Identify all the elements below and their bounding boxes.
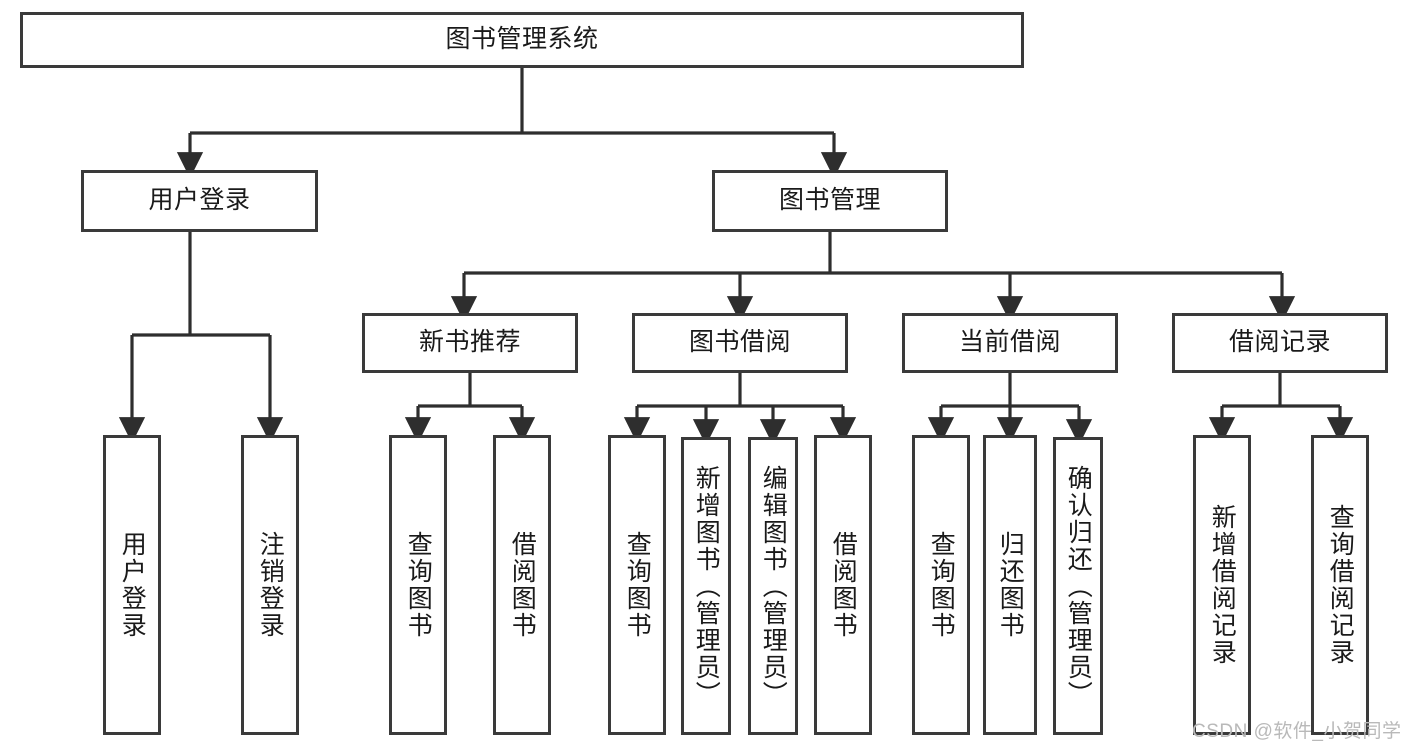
leaf-user-login-label: 用户登录 xyxy=(118,531,147,639)
leaf-borrow-books-borrow-label: 借阅图书 xyxy=(829,531,858,639)
node-book-borrow-label: 图书借阅 xyxy=(688,328,791,357)
leaf-return-books[interactable]: 归还图书 xyxy=(983,435,1037,735)
leaf-borrow-books-newbook[interactable]: 借阅图书 xyxy=(493,435,551,735)
node-current-borrow[interactable]: 当前借阅 xyxy=(902,313,1118,373)
leaf-query-books-newbook[interactable]: 查询图书 xyxy=(389,435,447,735)
node-user-login-label: 用户登录 xyxy=(148,186,251,215)
leaf-logout[interactable]: 注销登录 xyxy=(241,435,299,735)
leaf-query-borrow-record[interactable]: 查询借阅记录 xyxy=(1311,435,1369,735)
node-book-management-label: 图书管理 xyxy=(778,186,881,215)
node-borrow-records-label: 借阅记录 xyxy=(1228,328,1331,357)
leaf-query-books-newbook-label: 查询图书 xyxy=(404,531,433,639)
node-root-label: 图书管理系统 xyxy=(445,25,599,54)
node-new-book-recommend-label: 新书推荐 xyxy=(418,328,521,357)
leaf-logout-label: 注销登录 xyxy=(256,531,285,639)
node-new-book-recommend[interactable]: 新书推荐 xyxy=(362,313,578,373)
leaf-add-borrow-record-label: 新增借阅记录 xyxy=(1208,504,1237,666)
leaf-return-books-label: 归还图书 xyxy=(996,531,1025,639)
leaf-add-borrow-record[interactable]: 新增借阅记录 xyxy=(1193,435,1251,735)
leaf-query-books-borrow[interactable]: 查询图书 xyxy=(608,435,666,735)
node-current-borrow-label: 当前借阅 xyxy=(958,328,1061,357)
leaf-user-login[interactable]: 用户登录 xyxy=(103,435,161,735)
node-root[interactable]: 图书管理系统 xyxy=(20,12,1024,68)
node-borrow-records[interactable]: 借阅记录 xyxy=(1172,313,1388,373)
node-book-borrow[interactable]: 图书借阅 xyxy=(632,313,848,373)
leaf-query-books-current[interactable]: 查询图书 xyxy=(912,435,970,735)
leaf-confirm-return-admin[interactable]: 确认归还（管理员） xyxy=(1053,437,1103,735)
node-user-login[interactable]: 用户登录 xyxy=(81,170,318,232)
leaf-confirm-return-admin-label: 确认归还（管理员） xyxy=(1064,464,1093,708)
leaf-borrow-books-newbook-label: 借阅图书 xyxy=(508,531,537,639)
leaf-query-borrow-record-label: 查询借阅记录 xyxy=(1326,504,1355,666)
node-book-management[interactable]: 图书管理 xyxy=(712,170,948,232)
leaf-add-book-admin[interactable]: 新增图书（管理员） xyxy=(681,437,731,735)
leaf-add-book-admin-label: 新增图书（管理员） xyxy=(692,464,721,708)
leaf-borrow-books-borrow[interactable]: 借阅图书 xyxy=(814,435,872,735)
leaf-edit-book-admin[interactable]: 编辑图书（管理员） xyxy=(748,437,798,735)
leaf-edit-book-admin-label: 编辑图书（管理员） xyxy=(759,464,788,708)
leaf-query-books-borrow-label: 查询图书 xyxy=(623,531,652,639)
leaf-query-books-current-label: 查询图书 xyxy=(927,531,956,639)
